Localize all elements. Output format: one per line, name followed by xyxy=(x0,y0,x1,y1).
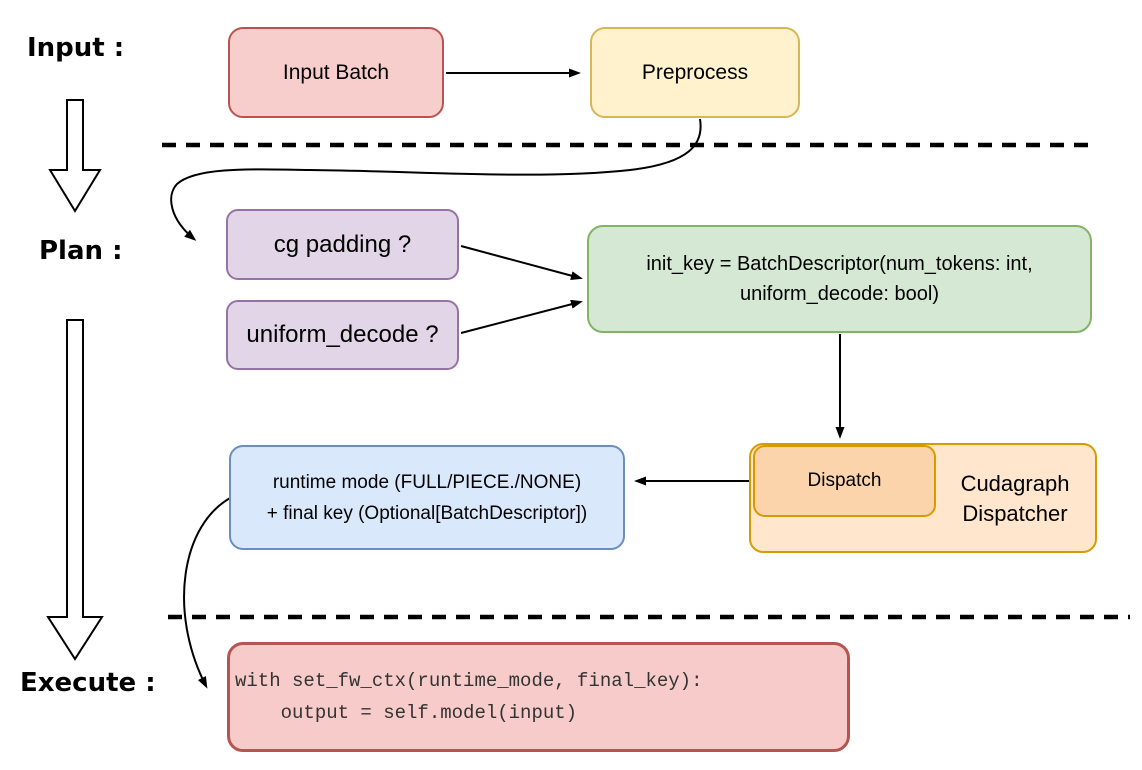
node-init-key: init_key = BatchDescriptor(num_tokens: i… xyxy=(587,225,1092,333)
node-preprocess: Preprocess xyxy=(590,27,800,118)
section-label-execute: Execute : xyxy=(20,668,156,698)
cudagraph-line2: Dispatcher xyxy=(962,501,1068,526)
node-uniform-decode-label: uniform_decode ? xyxy=(246,321,439,348)
node-uniform-decode: uniform_decode ? xyxy=(226,300,459,370)
section-label-input: Input : xyxy=(27,33,125,63)
node-dispatch: Dispatch xyxy=(753,445,936,517)
node-init-key-line2: uniform_decode: bool) xyxy=(739,283,939,305)
flow-arrow-plan-to-execute xyxy=(46,319,104,661)
node-input-batch-label: Input Batch xyxy=(282,60,390,84)
node-runtime-mode: runtime mode (FULL/PIECE./NONE) + final … xyxy=(229,445,625,550)
arrow-cgpadding-to-initkey xyxy=(460,245,583,281)
node-cg-padding: cg padding ? xyxy=(226,209,459,280)
node-preprocess-label: Preprocess xyxy=(641,60,749,84)
arrow-runtimemode-to-execute-code xyxy=(183,496,233,689)
execute-code-line2: output = self.model(input) xyxy=(235,702,578,724)
section-label-plan: Plan : xyxy=(39,236,123,266)
node-runtime-mode-line2: + final key (Optional[BatchDescriptor]) xyxy=(266,502,588,524)
arrow-uniformdecode-to-initkey xyxy=(460,299,583,334)
flow-arrow-input-to-plan xyxy=(48,99,102,213)
node-runtime-mode-line1: runtime mode (FULL/PIECE./NONE) xyxy=(272,471,582,493)
node-dispatch-label: Dispatch xyxy=(807,470,882,491)
node-cg-padding-label: cg padding ? xyxy=(273,230,412,258)
execute-code-line1: with set_fw_ctx(runtime_mode, final_key)… xyxy=(235,670,703,692)
cudagraph-line1: Cudagraph xyxy=(960,471,1070,496)
node-cudagraph-dispatcher-label: Cudagraph Dispatcher xyxy=(937,469,1093,529)
node-input-batch: Input Batch xyxy=(228,27,444,118)
node-execute-code: with set_fw_ctx(runtime_mode, final_key)… xyxy=(227,642,850,752)
node-init-key-line1: init_key = BatchDescriptor(num_tokens: i… xyxy=(646,253,1033,275)
